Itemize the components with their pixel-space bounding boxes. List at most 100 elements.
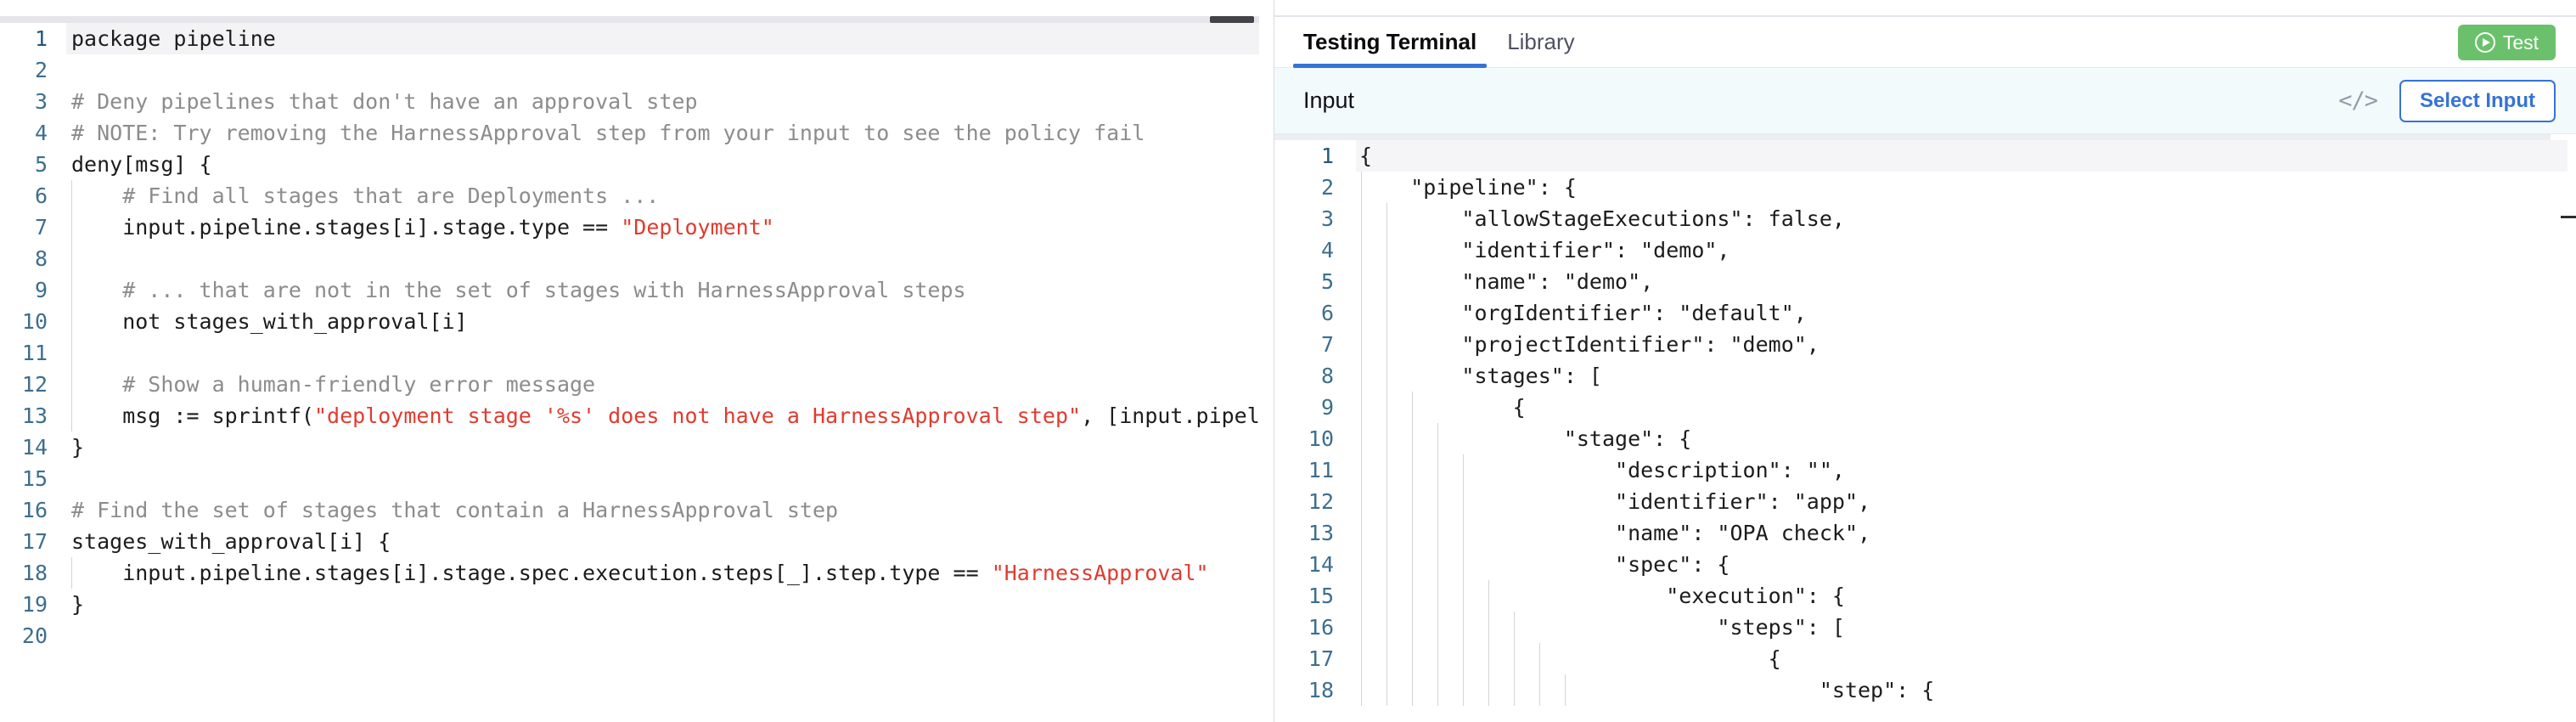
code-line-text [66,337,1259,369]
token-comment: # Find all stages that are Deployments .… [71,183,660,208]
json-line[interactable]: 16 "steps": [ [1274,612,2568,643]
test-button[interactable]: Test [2457,25,2556,60]
code-line[interactable]: 12 # Show a human-friendly error message [0,369,1259,400]
line-number: 6 [34,183,48,208]
play-circle-icon [2474,32,2495,53]
json-line[interactable]: 3 "allowStageExecutions": false, [1274,203,2568,234]
code-line[interactable]: 11 [0,337,1259,369]
json-line[interactable]: 4 "identifier": "demo", [1274,234,2568,266]
tab-library[interactable]: Library [1492,17,1589,68]
indent-guide [1412,454,1413,486]
code-line[interactable]: 16# Find the set of stages that contain … [0,494,1259,526]
indent-guide [1361,329,1362,360]
code-line-text: # Show a human-friendly error message [66,369,1259,400]
indent-guide [1386,329,1387,360]
json-line[interactable]: 12 "identifier": "app", [1274,486,2568,517]
indent-guide [1412,423,1413,454]
code-line-text: # NOTE: Try removing the HarnessApproval… [66,117,1259,149]
indent-guide [1437,423,1438,454]
select-input-button[interactable]: Select Input [2399,79,2556,122]
json-line[interactable]: 6 "orgIdentifier": "default", [1274,297,2568,329]
token-plain: deny[msg] { [71,152,212,177]
indent-guide [1361,172,1362,203]
json-line[interactable]: 2 "pipeline": { [1274,172,2568,203]
json-line[interactable]: 11 "description": "", [1274,454,2568,486]
code-line[interactable]: 7 input.pipeline.stages[i].stage.type ==… [0,212,1259,243]
code-line[interactable]: 18 input.pipeline.stages[i].stage.spec.e… [0,557,1259,589]
json-line-text: "execution": { [1356,580,2568,612]
panel-edge-marker [2561,216,2576,218]
json-line[interactable]: 9 { [1274,392,2568,423]
editor-vertical-scrollbar-track[interactable] [1265,17,1273,722]
json-token: "pipeline": { [1359,175,1577,200]
json-line[interactable]: 18 "step": { [1274,674,2568,706]
code-line[interactable]: 20 [0,620,1259,651]
indent-guide [1488,612,1489,643]
json-line-text: "allowStageExecutions": false, [1356,203,2568,234]
code-line-text: } [66,589,1259,620]
json-line[interactable]: 14 "spec": { [1274,549,2568,580]
indent-guide [1437,486,1438,517]
indent-guide [1386,423,1387,454]
code-line[interactable]: 6 # Find all stages that are Deployments… [0,180,1259,212]
json-line-text: "identifier": "demo", [1356,234,2568,266]
indent-guide [1386,203,1387,234]
json-line-text: "projectIdentifier": "demo", [1356,329,2568,360]
code-line-text: # Deny pipelines that don't have an appr… [66,86,1259,117]
json-line[interactable]: 13 "name": "OPA check", [1274,517,2568,549]
json-horizontal-scrollbar-track[interactable] [1274,134,2551,140]
json-code-area[interactable]: 1{2 "pipeline": {3 "allowStageExecutions… [1274,140,2568,722]
json-line-text: "name": "demo", [1356,266,2568,297]
json-line[interactable]: 1{ [1274,140,2568,172]
editor-horizontal-scrollbar-track[interactable] [0,16,1259,23]
code-line[interactable]: 10 not stages_with_approval[i] [0,306,1259,337]
input-title: Input [1303,87,1355,113]
code-brackets-icon[interactable]: </> [2338,87,2378,114]
json-vertical-scrollbar-thumb[interactable] [2568,160,2575,287]
indent-guide [71,400,72,432]
json-line[interactable]: 8 "stages": [ [1274,360,2568,392]
json-line-number: 16 [1308,615,1334,640]
json-line[interactable]: 17 { [1274,643,2568,674]
json-line-text: "identifier": "app", [1356,486,2568,517]
code-line[interactable]: 9 # ... that are not in the set of stage… [0,274,1259,306]
code-line[interactable]: 14} [0,432,1259,463]
indent-guide [1386,580,1387,612]
json-vertical-scrollbar-track[interactable] [2568,140,2576,722]
json-token: "name": "demo", [1359,269,1654,294]
indent-guide [1386,674,1387,706]
input-toolbar: Input </> Select Input [1274,68,2576,133]
code-line[interactable]: 13 msg := sprintf("deployment stage '%s'… [0,400,1259,432]
input-toolbar-actions: </> Select Input [2338,79,2556,122]
code-line[interactable]: 19} [0,589,1259,620]
indent-guide [1488,643,1489,674]
indent-guide [1386,297,1387,329]
right-pane-top-strip [1274,0,2576,17]
editor-horizontal-scrollbar-thumb[interactable] [1210,16,1254,23]
json-line[interactable]: 10 "stage": { [1274,423,2568,454]
code-line[interactable]: 2 [0,54,1259,86]
indent-guide [1361,517,1362,549]
tab-testing-terminal-label: Testing Terminal [1303,29,1477,54]
json-line[interactable]: 15 "execution": { [1274,580,2568,612]
code-line[interactable]: 8 [0,243,1259,274]
json-line-text: { [1356,643,2568,674]
json-token: { [1359,646,1781,671]
code-line[interactable]: 4# NOTE: Try removing the HarnessApprova… [0,117,1259,149]
code-line[interactable]: 15 [0,463,1259,494]
json-line[interactable]: 5 "name": "demo", [1274,266,2568,297]
json-line[interactable]: 7 "projectIdentifier": "demo", [1274,329,2568,360]
token-plain: msg := sprintf( [71,403,314,428]
indent-guide [1437,580,1438,612]
tab-testing-terminal[interactable]: Testing Terminal [1288,17,1492,68]
code-line-text [66,620,1259,651]
token-comment: # Deny pipelines that don't have an appr… [71,89,698,114]
json-line-text: { [1356,392,2568,423]
line-number: 13 [21,403,48,428]
code-line[interactable]: 3# Deny pipelines that don't have an app… [0,86,1259,117]
